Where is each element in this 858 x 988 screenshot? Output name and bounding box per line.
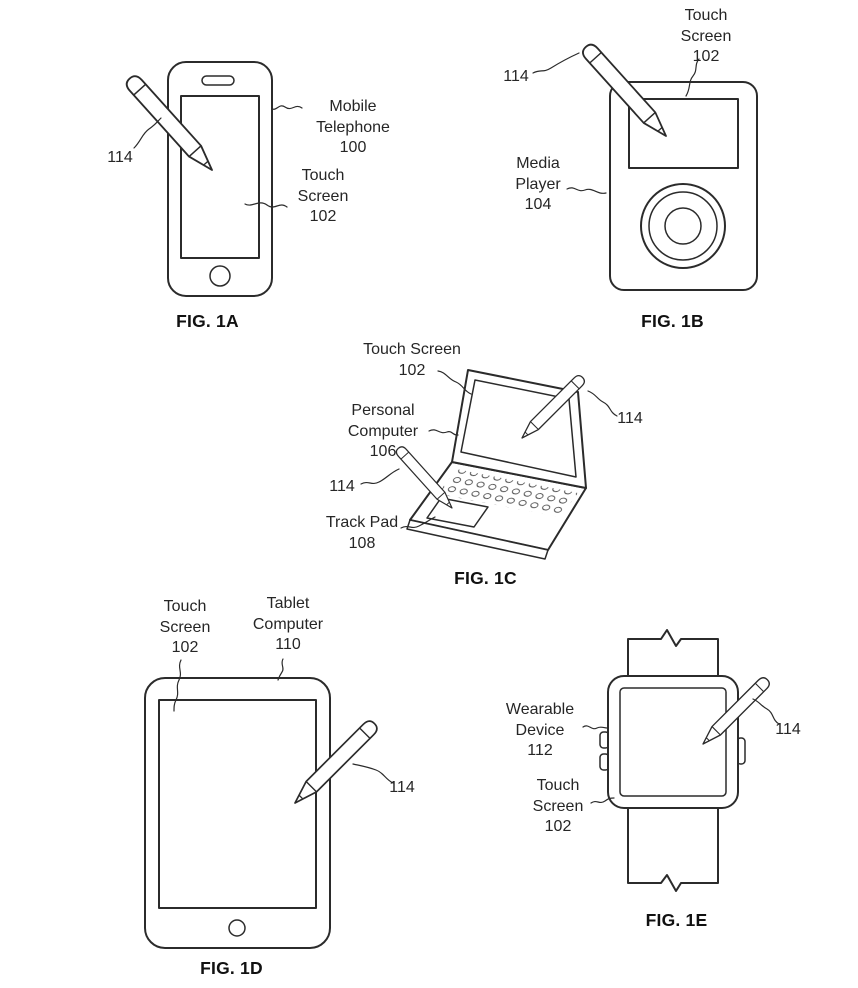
leader-line-screen (590, 797, 615, 804)
stylus-ref-label: 114 (503, 68, 529, 85)
stylus-ref-label: 114 (775, 721, 801, 738)
tablet-home-button (228, 919, 246, 937)
stylus-ref-label: 114 (329, 478, 355, 495)
leader-line-stylus-screen (587, 390, 618, 417)
phone-speaker (201, 75, 235, 86)
tablet-screen (158, 699, 317, 909)
watch-band-bottom (627, 808, 719, 892)
leader-line-device (566, 187, 607, 194)
leader-line-device (582, 725, 608, 730)
leader-line-screen (437, 370, 472, 395)
fig1b-art (532, 40, 758, 291)
leader-line-device (277, 658, 284, 681)
leader-line-stylus (133, 117, 162, 149)
click-wheel-button (664, 207, 702, 245)
fig1a-art (122, 61, 303, 297)
leader-line-stylus (532, 52, 580, 74)
phone-home-button (209, 265, 231, 287)
leader-line-trackpad (400, 516, 436, 529)
leader-line-device (428, 429, 459, 436)
wearable-device-label: Wearable Device 112 (505, 701, 575, 759)
fig-1b-caption: FIG. 1B (641, 311, 704, 331)
laptop-base-front-edge (406, 519, 549, 560)
fig1d-art (144, 658, 394, 949)
touch-screen-label: Touch Screen 102 (159, 598, 211, 656)
fig1e-art (582, 629, 780, 892)
phone-screen (180, 95, 260, 259)
leader-line-stylus (752, 698, 780, 725)
laptop-keyboard (438, 469, 578, 517)
leader-line-screen (173, 659, 182, 712)
tablet-computer-label: Tablet Computer 110 (252, 595, 324, 653)
stylus-ref-label: 114 (107, 149, 133, 166)
leader-line-stylus (352, 763, 394, 784)
fig-1d-caption: FIG. 1D (200, 958, 263, 978)
stylus-ref-label: 114 (389, 779, 415, 796)
fig-1e-caption: FIG. 1E (645, 910, 708, 930)
touch-screen-label: Touch Screen 102 (297, 167, 349, 225)
fig-1a-caption: FIG. 1A (176, 311, 239, 331)
leader-line-device (271, 105, 303, 110)
touch-screen-label: Touch Screen 102 (363, 341, 461, 379)
touch-screen-label: Touch Screen 102 (532, 777, 584, 835)
media-player-label: Media Player 104 (515, 155, 561, 213)
track-pad-label: Track Pad 108 (325, 514, 399, 552)
personal-computer-label: Personal Computer 106 (347, 402, 419, 460)
fig1c-art (360, 369, 618, 560)
stylus-ref-label: 114 (617, 410, 643, 427)
touch-screen-label: Touch Screen 102 (680, 7, 732, 65)
leader-line-screen (685, 58, 700, 97)
leader-line-stylus-trackpad (360, 468, 400, 485)
mobile-telephone-label: Mobile Telephone 100 (316, 98, 390, 156)
fig-1c-caption: FIG. 1C (454, 568, 517, 588)
leader-line-screen (244, 202, 288, 208)
laptop-trackpad (426, 497, 489, 528)
watch-screen (619, 687, 727, 797)
watch-band-top (627, 629, 719, 676)
